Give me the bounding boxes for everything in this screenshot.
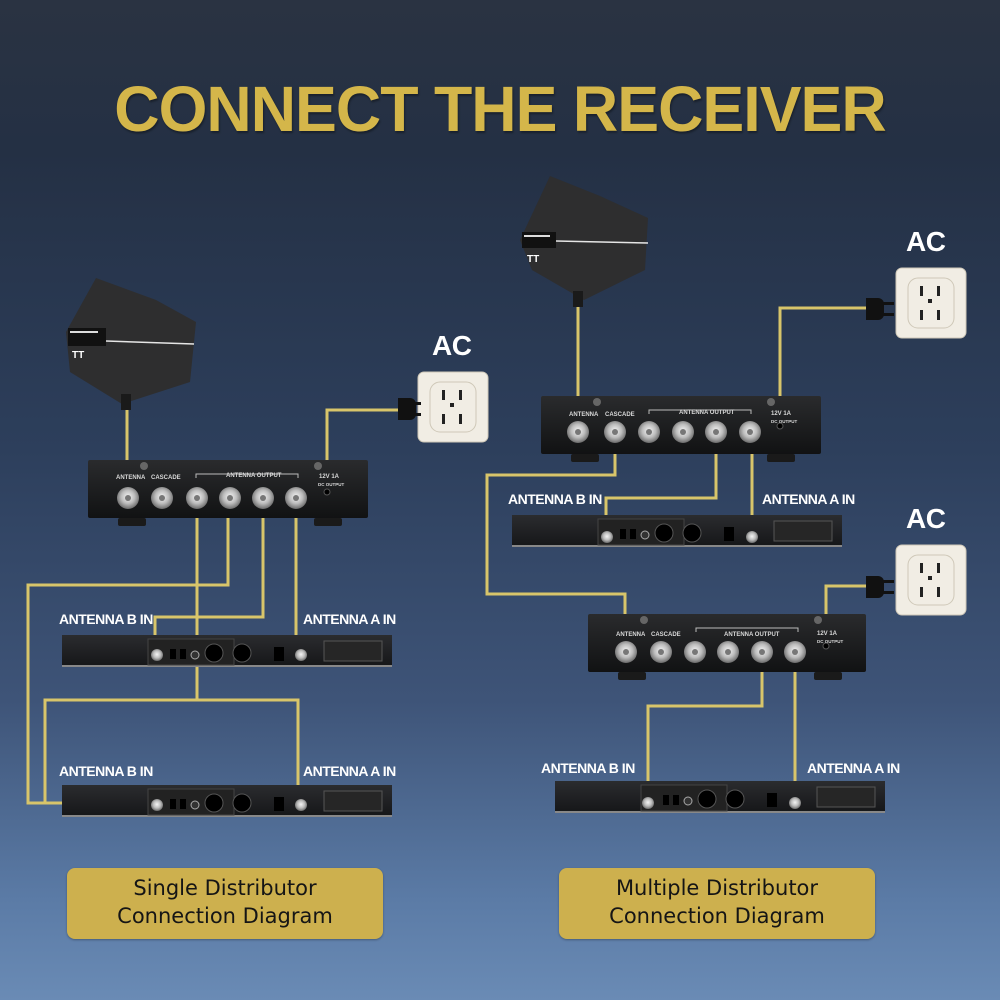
dist-multi2-power-sub: DC OUTPUT	[817, 639, 843, 644]
receiver-multi-2	[555, 781, 885, 813]
dist-single-output-label: ANTENNA OUTPUT	[226, 473, 282, 479]
dist-multi2-antenna-label: ANTENNA	[616, 632, 646, 638]
distributor-multi-2	[588, 614, 866, 680]
dist-single-power-label: 12V 1A	[319, 474, 340, 480]
ac-outlet-icon-multi-2	[895, 544, 967, 616]
cable-single-out3	[153, 497, 265, 655]
dist-multi2-power-label: 12V 1A	[817, 631, 838, 637]
multi-r1-antenna-b-label: ANTENNA B IN	[508, 491, 602, 507]
caption-single-line1: Single Distributor	[133, 876, 317, 900]
power-plug-icon-multi-2	[866, 576, 894, 598]
multi-r2-antenna-b-label: ANTENNA B IN	[541, 760, 635, 776]
ac-label-single: AC	[432, 330, 472, 361]
power-plug-icon-multi-1	[866, 298, 894, 320]
dist-multi1-power-sub: DC OUTPUT	[771, 419, 797, 424]
dist-multi1-power-label: 12V 1A	[771, 411, 792, 417]
cable-multi-power1	[778, 306, 868, 430]
caption-multiple: Multiple Distributor Connection Diagram	[559, 868, 875, 939]
power-plug-icon-single	[398, 398, 421, 420]
dist-multi1-cascade-label: CASCADE	[605, 412, 635, 418]
cable-multi-d2-out3	[646, 652, 764, 803]
multi-r1-antenna-a-label: ANTENNA A IN	[762, 491, 855, 507]
receiver-single-2	[62, 785, 392, 817]
single-r2-antenna-b-label: ANTENNA B IN	[59, 763, 153, 779]
ac-outlet-icon-multi-1	[895, 267, 967, 339]
svg-text:TT: TT	[527, 254, 539, 265]
caption-multiple-line2: Connection Diagram	[609, 904, 825, 928]
cable-single-r2a	[45, 698, 300, 803]
dist-multi1-output-label: ANTENNA OUTPUT	[679, 410, 735, 416]
caption-multiple-line1: Multiple Distributor	[615, 876, 819, 900]
svg-text:TT: TT	[72, 350, 84, 361]
dist-multi1-antenna-label: ANTENNA	[569, 412, 599, 418]
single-r1-antenna-a-label: ANTENNA A IN	[303, 611, 396, 627]
page-title: CONNECT THE RECEIVER	[114, 73, 886, 145]
dist-single-cascade-label: CASCADE	[151, 475, 181, 481]
cable-multi-cascade	[485, 432, 627, 652]
dist-multi2-cascade-label: CASCADE	[651, 632, 681, 638]
ac-outlet-icon-single	[417, 371, 489, 443]
antenna-icon-single: TT	[66, 278, 196, 410]
dist-multi2-output-label: ANTENNA OUTPUT	[724, 632, 780, 638]
antenna-icon-multi: TT	[520, 176, 649, 307]
distributor-multi-1	[541, 396, 821, 462]
ac-label-multi-2: AC	[906, 503, 946, 534]
receiver-multi-1	[512, 515, 842, 547]
caption-single-line2: Connection Diagram	[117, 904, 333, 928]
caption-single: Single Distributor Connection Diagram	[67, 868, 383, 939]
multi-r2-antenna-a-label: ANTENNA A IN	[807, 760, 900, 776]
distributor-single	[88, 460, 368, 526]
dist-single-power-sub: DC OUTPUT	[318, 482, 344, 487]
single-r1-antenna-b-label: ANTENNA B IN	[59, 611, 153, 627]
ac-label-multi-1: AC	[906, 226, 946, 257]
single-r2-antenna-a-label: ANTENNA A IN	[303, 763, 396, 779]
receiver-single-1	[62, 635, 392, 667]
dist-single-antenna-label: ANTENNA	[116, 475, 146, 481]
